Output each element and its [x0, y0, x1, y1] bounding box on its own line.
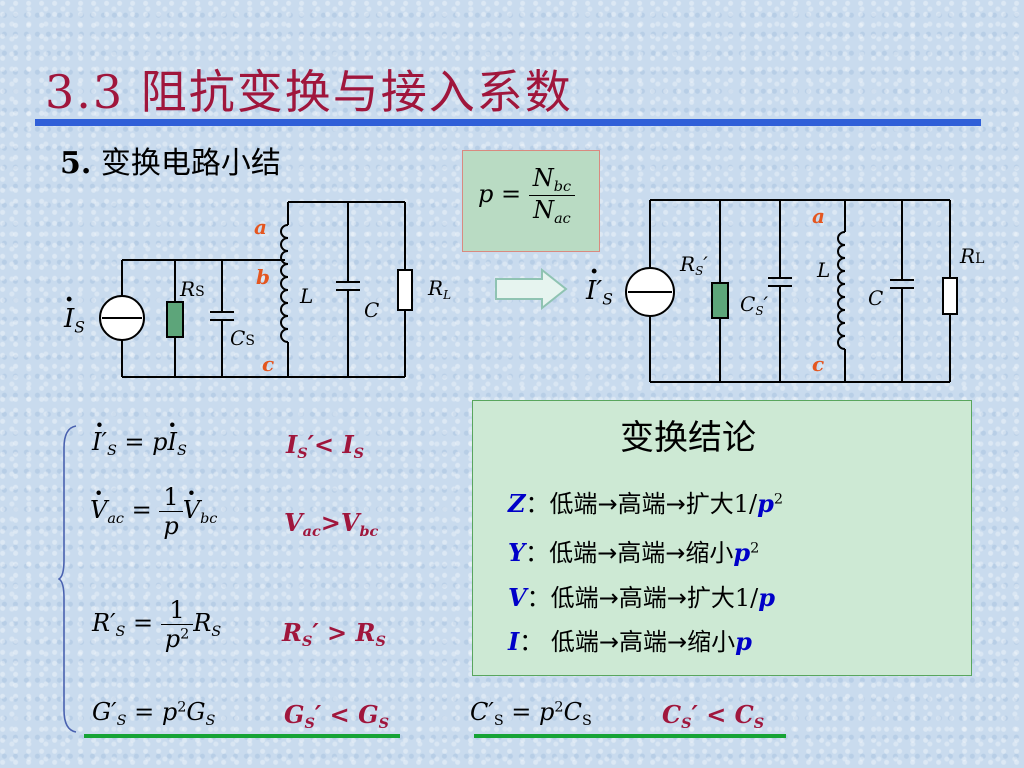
underline-conductance — [84, 734, 400, 738]
conclusion-row-z: Z：低端→高端→扩大1/p2 — [508, 489, 784, 518]
conclusion-row-v: V：低端→高端→扩大1/p — [508, 583, 775, 612]
right-circuit-diagram — [625, 199, 958, 383]
section-number: 5. — [60, 146, 92, 181]
right-node-a: a — [812, 204, 825, 228]
left-node-a: a — [254, 215, 267, 239]
conclusion-box — [472, 400, 972, 676]
right-c-label: C — [868, 286, 884, 310]
left-c-label: C — [364, 298, 380, 322]
right-rs-resistor — [711, 282, 729, 319]
hollow-right-arrow-icon — [495, 268, 568, 310]
left-node-b: b — [256, 265, 270, 289]
left-node-c: c — [262, 352, 275, 376]
conclusion-row-y: Y：低端→高端→缩小p2 — [508, 538, 760, 567]
ratio-p: p — [478, 180, 494, 209]
left-source-label: IS — [64, 304, 85, 336]
right-node-c: c — [812, 352, 825, 376]
section-text: 变换电路小结 — [100, 146, 281, 181]
right-cs-label: CS′ — [740, 292, 769, 319]
ratio-num-sub: bc — [553, 179, 572, 196]
left-l-label: L — [300, 284, 314, 308]
ratio-fraction: Nbc Nac — [528, 164, 576, 228]
conclusion-title: 变换结论 — [620, 418, 756, 458]
left-rs-label: RS — [180, 277, 205, 301]
right-l-label: L — [817, 258, 831, 282]
comparison-capacitance: CS′ < CS — [662, 700, 765, 733]
right-rs-label: RS′ — [680, 252, 708, 279]
left-rs-resistor — [166, 301, 184, 338]
comparison-resistance: RS′ > RS — [282, 618, 386, 651]
comparison-voltage: Vac>Vbc — [284, 508, 379, 541]
right-rl-resistor — [942, 277, 958, 315]
right-source-label: I′S — [586, 276, 613, 308]
section-heading: 5. 变换电路小结 — [60, 138, 281, 182]
ratio-eq: = — [501, 180, 522, 209]
left-cs-label: CS — [230, 326, 255, 350]
comparison-conductance: GS′ < GS — [284, 700, 389, 733]
ratio-den: N — [533, 196, 555, 225]
title-rule — [35, 119, 981, 126]
left-rl-label: RL — [428, 276, 452, 303]
comparison-current: IS′< IS — [286, 430, 365, 463]
underline-capacitance — [474, 734, 786, 738]
ratio-num: N — [532, 164, 554, 192]
equation-conductance: G′S = p2GS — [92, 698, 216, 730]
equation-brace — [58, 425, 77, 733]
equation-current: I′S = pIS — [92, 428, 187, 459]
left-circuit-diagram — [99, 201, 413, 378]
ratio-formula: p = Nbc Nac — [478, 164, 576, 228]
ratio-den-sub: ac — [554, 211, 571, 228]
equation-capacitance: C′S = p2CS — [470, 698, 592, 730]
equation-voltage: Vac = 1pVbc — [90, 483, 217, 540]
ratio-formula-box — [462, 150, 600, 252]
right-rl-label: RL — [960, 244, 985, 268]
conclusion-row-i: I： 低端→高端→缩小p — [508, 627, 752, 656]
left-rl-resistor — [397, 269, 413, 311]
slide-title: 3.3 阻抗变换与接入系数 — [45, 65, 573, 119]
